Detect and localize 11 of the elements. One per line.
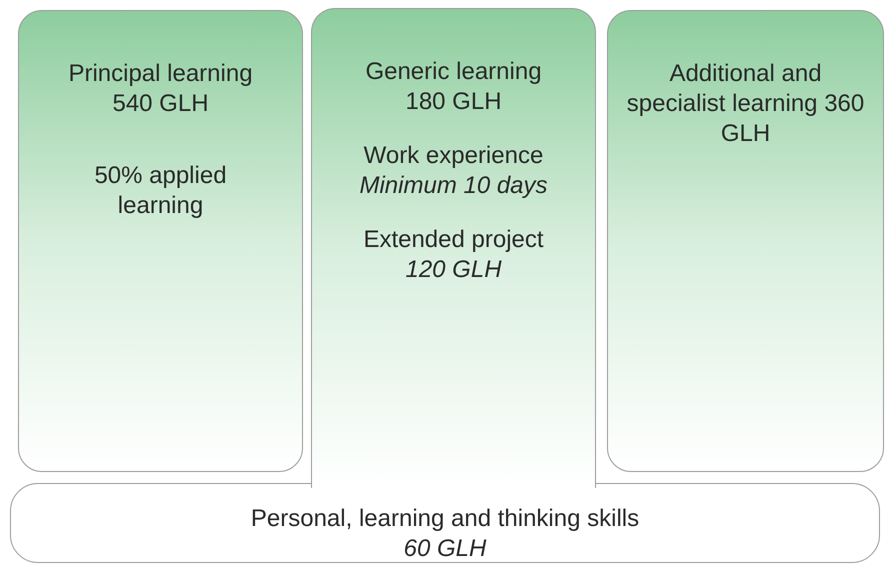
column-panel xyxy=(311,8,596,488)
panel-text: Work experience Minimum 10 days xyxy=(359,141,548,201)
base-band xyxy=(10,483,880,563)
panel-text: Personal, learning and thinking skills 60 GLH xyxy=(250,504,640,564)
panel-text: Extended project 120 GLH xyxy=(363,225,544,285)
panel-text: Principal learning 540 GLH xyxy=(67,59,254,119)
panel-text: Additional and specialist learning 360 GLH xyxy=(626,59,866,149)
panel-text: Generic learning 180 GLH xyxy=(364,57,543,117)
column-panel xyxy=(18,10,303,472)
panel-text: 50% applied learning xyxy=(93,161,228,221)
column-panel xyxy=(607,10,884,472)
